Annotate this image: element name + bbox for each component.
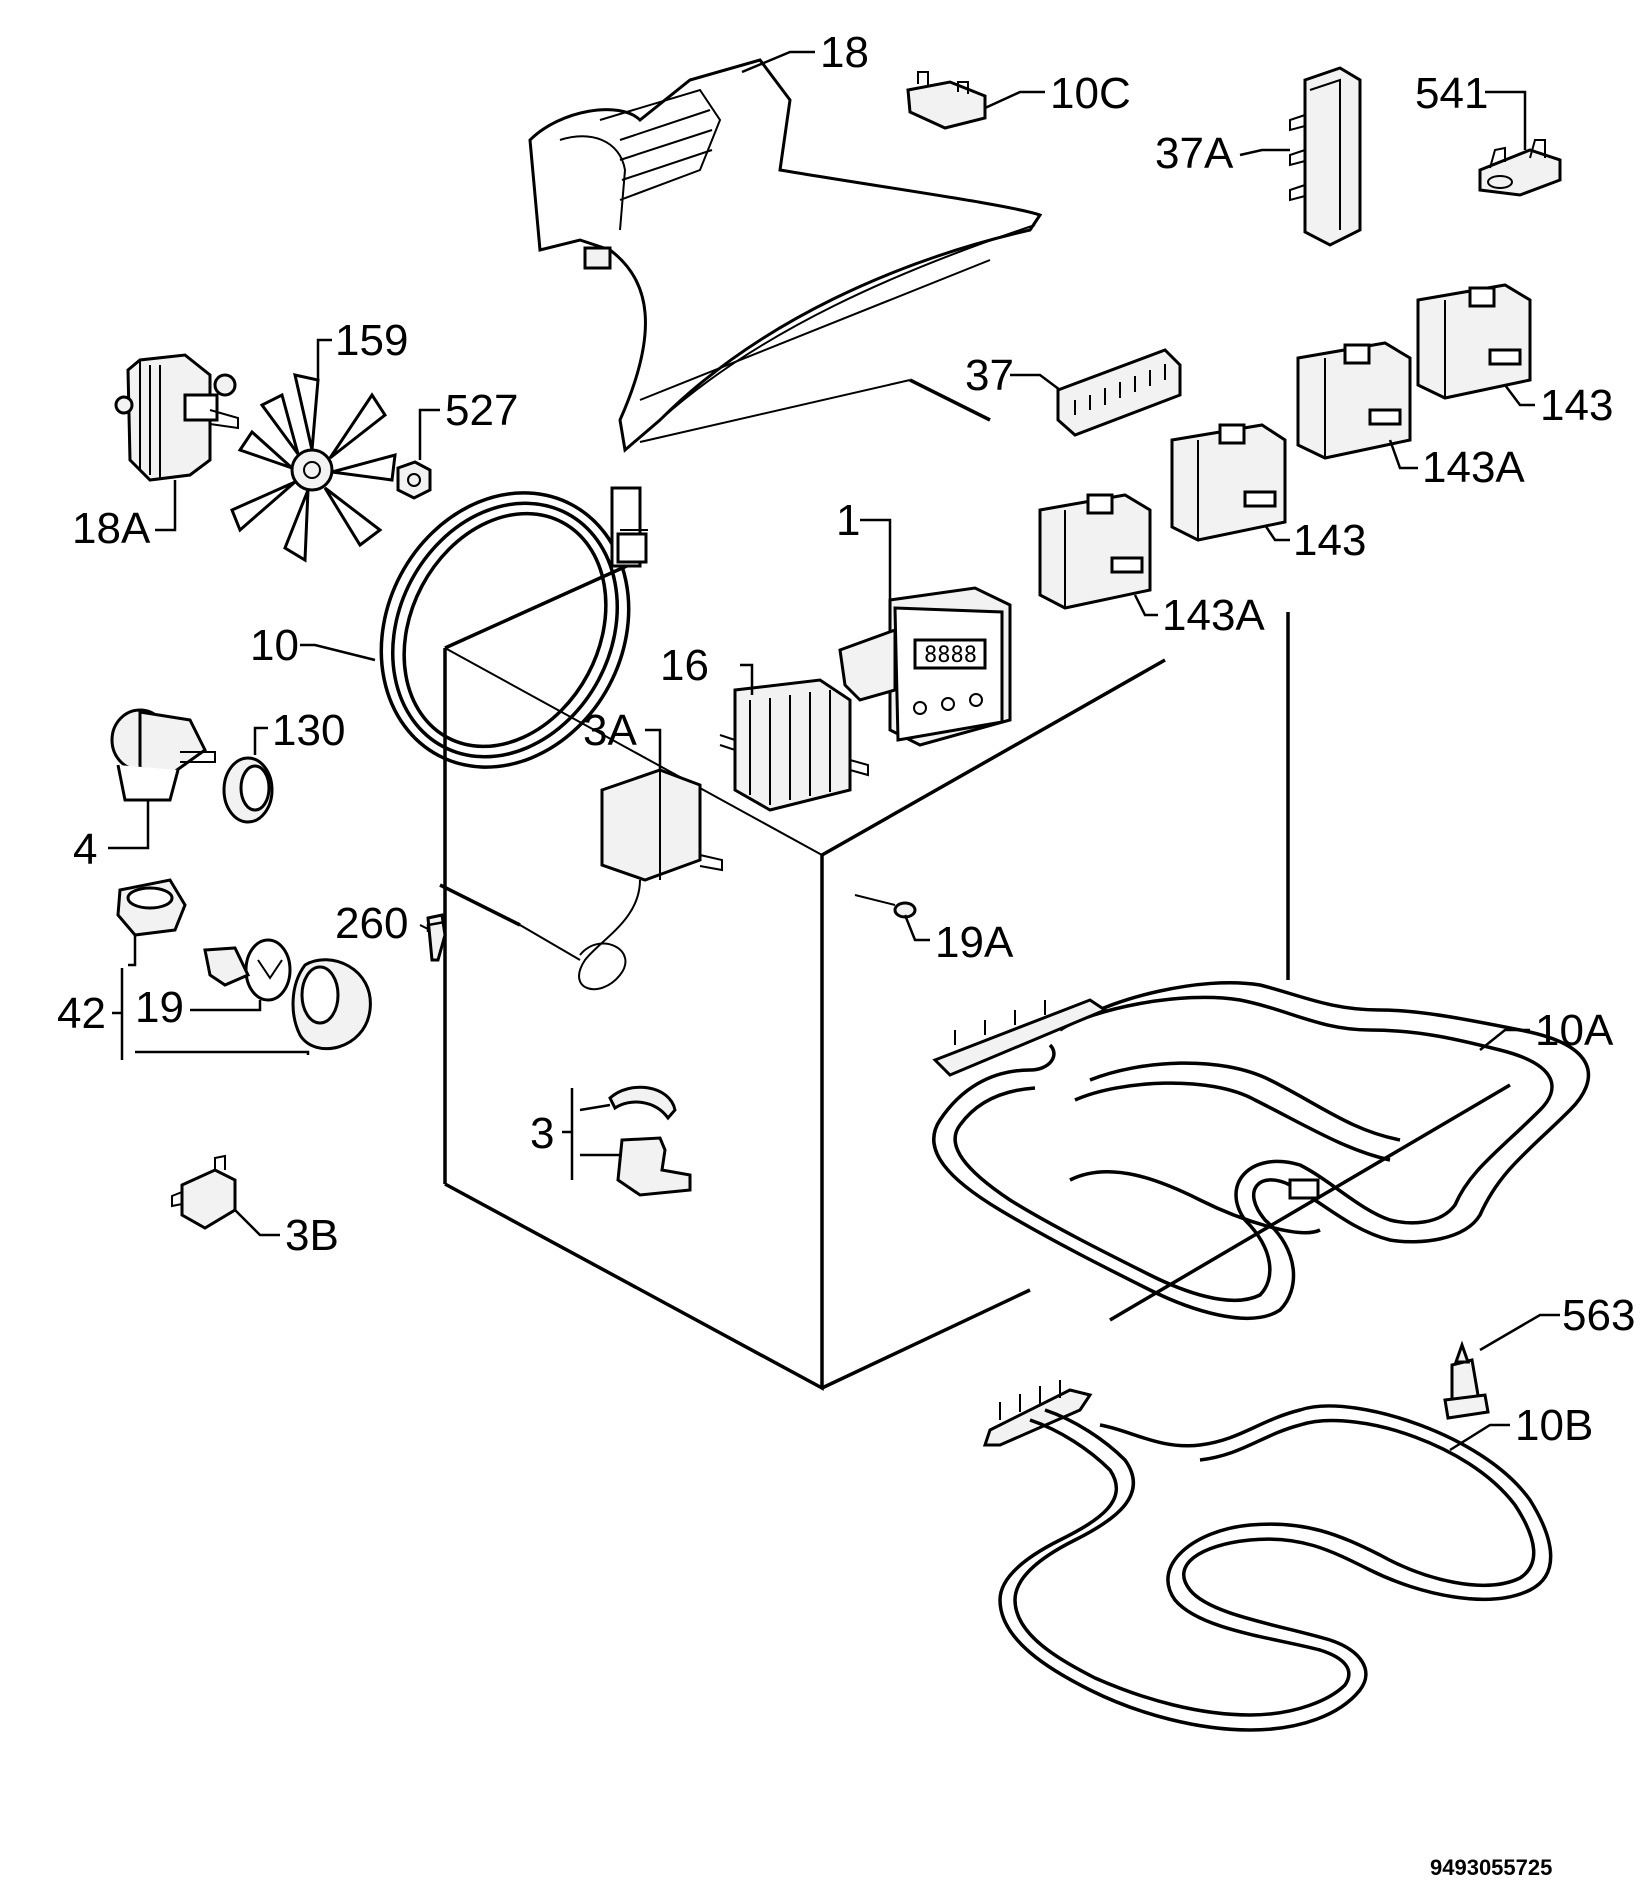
- label-42: 42: [57, 989, 106, 1038]
- lamp-holder: [116, 878, 187, 937]
- nut-527: [396, 460, 432, 500]
- bottom-heating-element-10b: [982, 1380, 1553, 1732]
- thermostat-clips-3: [608, 1085, 692, 1197]
- label-143a-lower: 143A: [1162, 591, 1265, 640]
- energy-regulator-143a-upper: [1296, 341, 1412, 460]
- label-130: 130: [272, 706, 345, 755]
- fan-blade-159: [230, 373, 397, 563]
- part-labels: 18 10C 37A 541 159 527 18A 37 143 143A 1…: [57, 28, 1635, 1450]
- circular-heating-element-10: [379, 486, 648, 769]
- leader-lines: [108, 50, 1560, 1452]
- drawing-reference-number: 9493055725: [1430, 1855, 1552, 1880]
- label-37a: 37A: [1155, 129, 1234, 178]
- label-527: 527: [445, 386, 518, 435]
- label-3: 3: [530, 1109, 554, 1158]
- svg-text:8888: 8888: [924, 643, 977, 668]
- label-10c: 10C: [1050, 69, 1131, 118]
- terminal-block-37: [1056, 348, 1182, 437]
- terminal-block-10c: [906, 71, 987, 130]
- thermostat-3a: [439, 768, 723, 991]
- label-143a-upper: 143A: [1422, 443, 1525, 492]
- label-10b: 10B: [1515, 1401, 1593, 1450]
- label-18: 18: [820, 28, 869, 77]
- energy-regulator-143-middle: [1170, 423, 1287, 542]
- label-260: 260: [335, 899, 408, 948]
- lamp-assembly-42: [116, 878, 372, 1051]
- label-19: 19: [135, 983, 184, 1032]
- sensor-19a: [854, 894, 917, 919]
- label-4: 4: [73, 825, 97, 874]
- label-3a: 3A: [583, 706, 637, 755]
- label-18a: 18A: [72, 504, 151, 553]
- connector-3b: [171, 1154, 237, 1230]
- label-37: 37: [965, 351, 1014, 400]
- label-3b: 3B: [285, 1211, 339, 1260]
- bushing-563: [1443, 1340, 1490, 1420]
- grill-heating-element-10a: [932, 980, 1591, 1322]
- lamp-cover: [291, 958, 372, 1051]
- gasket-130: [222, 756, 274, 824]
- label-10a: 10A: [1535, 1006, 1614, 1055]
- selector-switch-16: [719, 678, 869, 812]
- label-19a: 19A: [935, 918, 1014, 967]
- energy-regulator-143-top: [1416, 283, 1532, 400]
- label-563: 563: [1562, 1291, 1635, 1340]
- label-159: 159: [335, 316, 408, 365]
- switch-541: [1478, 139, 1562, 197]
- label-1: 1: [836, 496, 860, 545]
- label-143-top: 143: [1540, 381, 1613, 430]
- pin-260: [419, 913, 447, 962]
- fan-housing-duct: [528, 58, 1043, 453]
- electronic-timer-1: 8888: [838, 586, 1012, 747]
- fan-motor-18a: [114, 353, 239, 482]
- terminal-strip-37a: [1289, 66, 1362, 247]
- label-10: 10: [250, 621, 299, 670]
- energy-regulator-143a-lower: [1038, 493, 1152, 610]
- motor-4: [110, 708, 216, 802]
- lamp-bulb-19: [203, 938, 292, 1002]
- label-16: 16: [660, 641, 709, 690]
- label-143-middle: 143: [1293, 516, 1366, 565]
- label-541: 541: [1415, 69, 1488, 118]
- oven-cavity-outline: [443, 378, 1290, 1391]
